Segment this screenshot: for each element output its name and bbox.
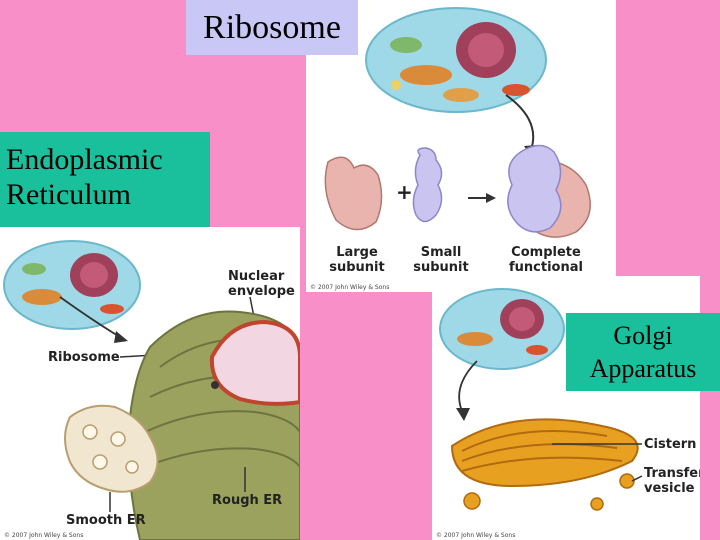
cell-thumbnail xyxy=(365,7,547,113)
small-subunit-line2: subunit xyxy=(413,260,469,275)
ribosome-label: Ribosome xyxy=(48,350,120,365)
nuclear-envelope-label: Nuclear envelope xyxy=(228,269,295,299)
golgi-title-line2: Apparatus xyxy=(589,354,697,383)
cistern-label: Cistern xyxy=(644,437,697,452)
golgi-copyright: © 2007 John Wiley & Sons xyxy=(436,532,516,539)
golgi-title-line1: Golgi xyxy=(613,321,673,350)
nuclear-envelope-line1: Nuclear xyxy=(228,269,285,284)
small-subunit-shape xyxy=(412,147,443,223)
er-title: Endoplasmic Reticulum xyxy=(0,132,210,227)
er-figure-panel: Nuclear envelope Ribosome Rough ER Smoot… xyxy=(0,227,300,540)
small-subunit-label: Small subunit xyxy=(406,245,476,275)
ribosome-copyright: © 2007 John Wiley & Sons xyxy=(310,284,390,291)
rough-er-label: Rough ER xyxy=(212,493,283,508)
small-subunit-line1: Small xyxy=(420,245,462,260)
smooth-er-label: Smooth ER xyxy=(66,513,146,528)
golgi-title: Golgi Apparatus xyxy=(566,313,720,391)
transfer-vesicle-line1: Transfer xyxy=(644,466,700,481)
plus-sign: + xyxy=(396,180,413,204)
nuclear-envelope-line2: envelope xyxy=(228,284,295,299)
complete-ribosome-shape xyxy=(507,144,591,238)
large-subunit-shape xyxy=(324,156,383,231)
large-subunit-line2: subunit xyxy=(329,260,385,275)
transfer-vesicle-line2: vesicle xyxy=(644,481,695,496)
er-title-line1: Endoplasmic xyxy=(6,143,163,176)
smooth-er-shape xyxy=(64,404,159,493)
nucleus-shape xyxy=(209,319,300,406)
ribosome-title: Ribosome xyxy=(186,0,358,55)
large-subunit-line1: Large xyxy=(336,245,378,260)
er-illustration xyxy=(3,240,300,540)
golgi-stack-shape xyxy=(450,418,639,511)
complete-ribosome-line1: Complete functional xyxy=(509,245,583,275)
er-title-line2: Reticulum xyxy=(6,178,131,211)
large-subunit-label: Large subunit xyxy=(322,245,392,275)
golgi-illustration xyxy=(439,288,643,511)
ribosome-figure-panel: + Large subunit Small subunit Complete f… xyxy=(306,0,616,292)
cell-thumbnail xyxy=(3,240,141,330)
er-copyright: © 2007 John Wiley & Sons xyxy=(4,532,84,539)
transfer-vesicle-label: Transfer vesicle xyxy=(644,466,700,496)
ribosome-illustration xyxy=(324,7,591,238)
cell-thumbnail xyxy=(439,288,565,370)
